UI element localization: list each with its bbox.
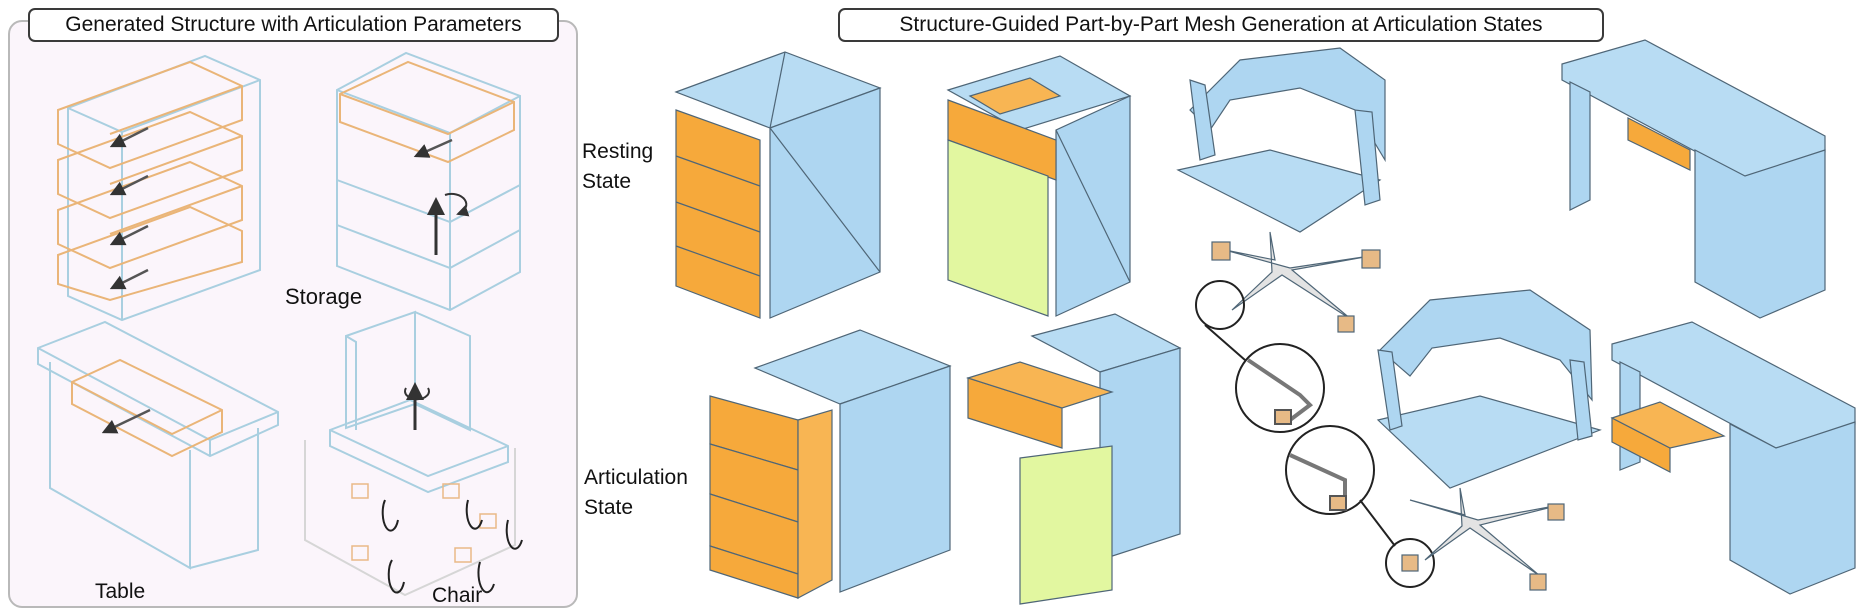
table-label: Table [95,580,145,603]
office-chair-resting [1176,47,1386,333]
structure-panel-title: Generated Structure with Articulation Pa… [28,8,559,42]
storage-drawer-cabinet-wireframe [57,54,261,322]
caster-zoom-circles [1195,280,1435,588]
row-label-resting-2: State [582,170,632,193]
generation-panel-title: Structure-Guided Part-by-Part Mesh Gener… [838,8,1604,42]
table-wireframe [37,320,279,570]
desk-articulated [1610,321,1856,595]
drawer-cabinet-resting [674,51,882,319]
door-cabinet-resting [946,55,1132,317]
storage-door-cabinet-wireframe [336,51,521,312]
desk-resting [1561,39,1826,319]
office-chair-articulated [1376,289,1602,591]
chair-label: Chair [432,584,482,607]
row-label-articulation-1: Articulation [584,466,688,489]
drawer-cabinet-articulated [709,329,952,599]
door-cabinet-articulated [965,313,1182,605]
row-label-resting-1: Resting [582,140,654,163]
row-label-articulation-2: State [584,496,634,519]
storage-label: Storage [285,284,362,309]
chair-wireframe [304,310,523,597]
